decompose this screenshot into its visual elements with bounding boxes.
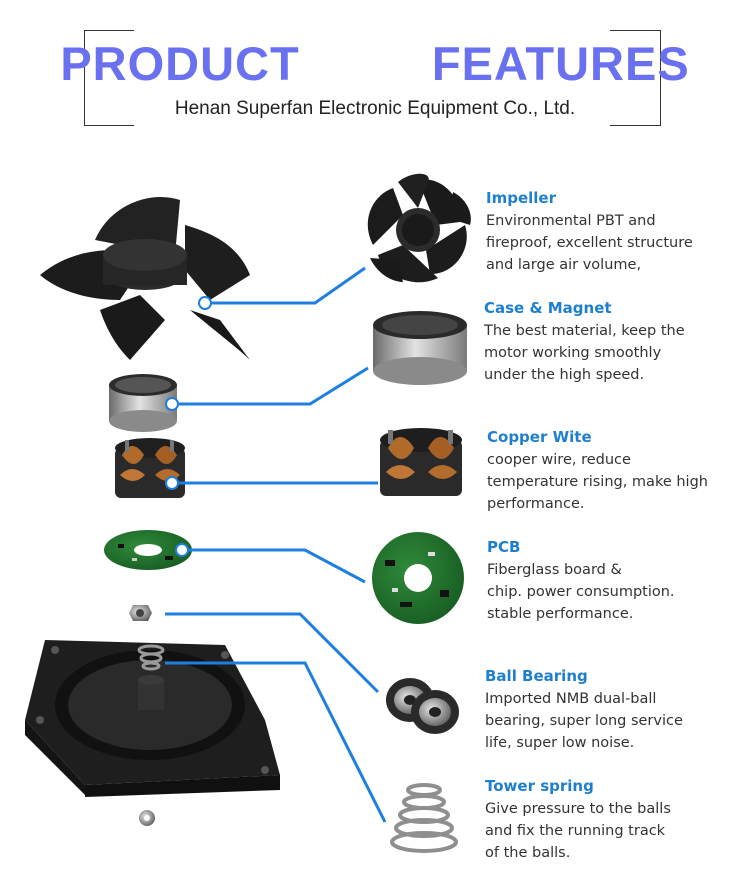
magnet-ring-right-image [373, 311, 467, 385]
connector-pcb [182, 548, 366, 584]
feature-title: PCB [487, 538, 521, 556]
tower-spring-image [390, 783, 458, 853]
feature-text: Imported NMB dual-ball bearing, super lo… [485, 691, 683, 751]
feature-title: Copper Wite [487, 428, 592, 446]
connector-magnet [172, 366, 369, 406]
feature-case-magnet: Case & Magnet The best material, keep th… [484, 298, 744, 386]
nut-image [129, 605, 152, 621]
connector-bearing [165, 612, 380, 694]
page-title: PRODUCT FEATURES [60, 37, 690, 90]
fan-frame-image [25, 640, 280, 797]
impeller-right-image [367, 173, 471, 283]
feature-title: Tower spring [485, 777, 594, 795]
feature-text: Environmental PBT and fireproof, excelle… [486, 213, 693, 273]
pcb-left-image [104, 530, 192, 570]
feature-impeller: Impeller Environmental PBT and fireproof… [486, 188, 746, 276]
ball-bearing-image [386, 678, 459, 734]
washer-image [139, 810, 155, 826]
feature-pcb: PCB Fiberglass board & chip. power consu… [487, 537, 747, 625]
company-name: Henan Superfan Electronic Equipment Co.,… [174, 98, 576, 119]
feature-tower-spring: Tower spring Give pressure to the balls … [485, 776, 745, 864]
copper-stator-right-image [380, 428, 462, 496]
feature-title: Impeller [486, 189, 556, 207]
feature-copper-wire: Copper Wite cooper wire, reduce temperat… [487, 427, 747, 515]
connector-impeller [205, 266, 366, 305]
pcb-right-image [372, 532, 464, 624]
feature-text: Give pressure to the balls and fix the r… [485, 801, 671, 861]
feature-text: cooper wire, reduce temperature rising, … [487, 452, 708, 512]
feature-title: Case & Magnet [484, 299, 612, 317]
connector-dots [165, 296, 212, 557]
connector-lines [165, 266, 387, 823]
feature-ball-bearing: Ball Bearing Imported NMB dual-ball bear… [485, 666, 745, 754]
feature-text: Fiberglass board & chip. power consumpti… [487, 562, 675, 622]
connector-spring [165, 661, 387, 823]
impeller-left-image [40, 196, 250, 360]
feature-text: The best material, keep the motor workin… [484, 323, 685, 383]
feature-title: Ball Bearing [485, 667, 588, 685]
